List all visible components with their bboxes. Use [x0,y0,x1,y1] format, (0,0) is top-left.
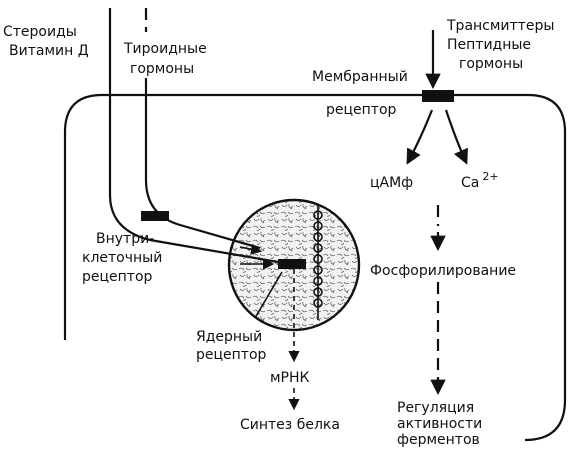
label-thyroid-2: гормоны [130,61,194,77]
label-regulation-3: ферментов [397,432,480,448]
label-nuclear-receptor-2: рецептор [196,347,267,363]
label-peptide-2: гормоны [459,56,523,72]
label-intracellular-3: рецептор [82,269,153,285]
thyroid-pathway-line [146,78,260,248]
label-camp: цАМф [370,175,413,191]
membrane-receptor-block [422,90,454,102]
label-regulation-2: активности [397,416,482,432]
label-vitamin-d: Витамин Д [9,43,89,59]
label-phosphorylation: Фосфорилирование [370,263,516,279]
label-steroids: Стероиды [3,24,77,40]
label-thyroid-1: Тироидные [123,41,207,57]
label-nuclear-receptor-1: Ядерный [196,329,262,345]
label-protein-synthesis: Синтез белка [240,417,340,433]
label-membrane-receptor-2: рецептор [326,102,397,118]
intracellular-receptor-block [141,211,169,221]
label-transmitters: Трансмиттеры [446,18,554,34]
nuclear-receptor-block [278,259,306,269]
label-mrna: мРНК [270,370,310,386]
receptor-to-camp-arrow [408,110,432,162]
label-membrane-receptor-1: Мембранный [312,69,408,85]
label-peptide-1: Пептидные [447,37,531,53]
label-regulation-1: Регуляция [397,400,474,416]
label-intracellular-2: клеточный [82,250,162,266]
receptor-to-ca-arrow [446,110,466,162]
label-intracellular-1: Внутри- [96,231,154,247]
